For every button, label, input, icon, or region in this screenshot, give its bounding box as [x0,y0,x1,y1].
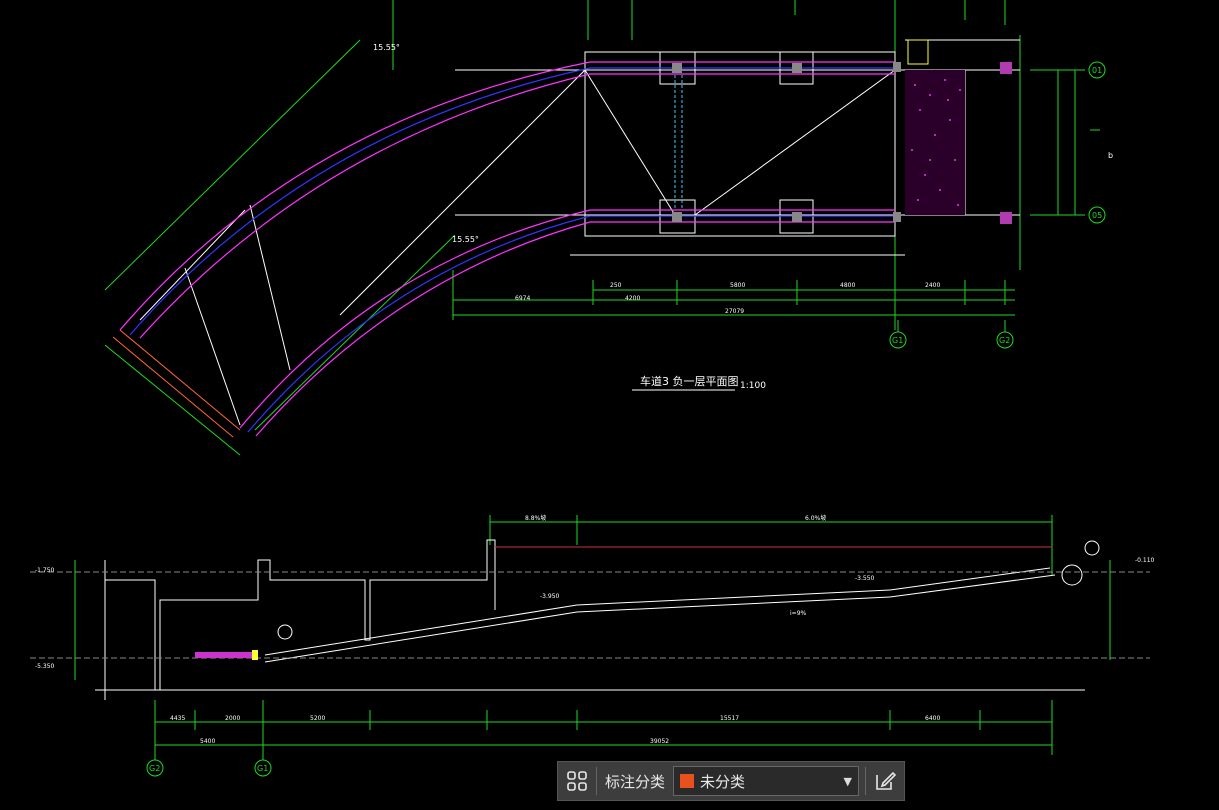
section-mark-b: b [1108,151,1113,160]
level-text: -5.350 [35,663,55,670]
grid-icon[interactable] [558,762,596,800]
level-text: -3.550 [855,575,875,582]
annotation-toolbar: 标注分类 未分类 ▼ [557,761,905,801]
edit-icon[interactable] [866,762,904,800]
ramp-entrance-hatch [112,329,241,438]
toolbar-divider [865,767,866,795]
chevron-down-icon: ▼ [843,774,852,788]
axis-label-g2-section: G2 [149,764,160,773]
plan-title: 车道3 负一层平面图 [640,374,739,388]
axis-label-g2-plan: G2 [999,336,1010,345]
section-dashed-lines [30,571,1150,659]
level-text: -0.110 [1135,557,1155,564]
annotation-category-select[interactable]: 未分类 ▼ [673,766,859,796]
axis-label-01: 01 [1092,66,1102,75]
dim-text: 5200 [310,715,325,722]
dim-text: 6974 [515,295,530,302]
gravel-fill [672,39,1012,224]
slope-text: 8.8%坡 [525,514,546,522]
axis-label-05: 05 [1092,211,1102,220]
toolbar-divider [596,767,597,795]
dim-text: 5800 [730,282,745,289]
level-text: -3.950 [540,593,560,600]
section-magenta-fill [195,652,255,658]
section-structure [95,539,1100,700]
axis-label-g1-plan: G1 [892,336,903,345]
dim-text: 2000 [225,715,240,722]
dim-text: 4800 [840,282,855,289]
dim-text: 4200 [625,295,640,302]
dim-text: 39052 [650,738,669,745]
annotation-category-label: 标注分类 [605,772,666,791]
slope-text: 6.0%坡 [805,514,826,522]
dim-text: 6400 [925,715,940,722]
angle-label-1: 15.55° [373,43,400,52]
dim-text: 2400 [925,282,940,289]
dim-text: 15517 [720,715,739,722]
level-text: -1.750 [35,567,55,574]
dim-text: 27079 [725,308,744,315]
slope-text: i=9% [790,610,807,617]
category-color-swatch [680,774,695,788]
angle-label-2: 15.55° [452,235,479,244]
dim-text: 250 [610,282,622,289]
ramp-curves [119,61,895,437]
selected-category: 未分类 [700,772,746,791]
plan-scale: 1:100 [740,381,766,391]
axis-label-g1-section: G1 [257,764,268,773]
section-dimension-lines [74,515,1111,777]
section-yellow-block [252,650,258,660]
dim-text: 4435 [170,715,185,722]
dim-text: 5400 [200,738,215,745]
cyan-dashed-lines [674,75,683,210]
